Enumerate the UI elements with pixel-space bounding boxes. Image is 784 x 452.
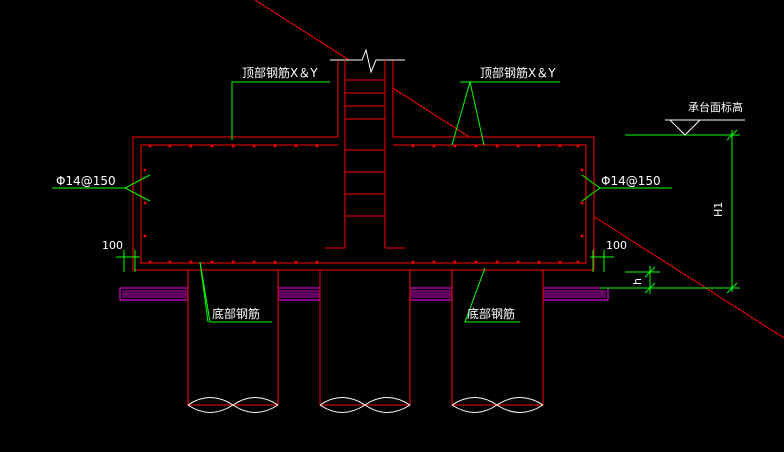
cover-dimension-left [116,250,140,272]
pile-right [451,269,544,413]
height-H1-label: H1 [712,202,725,217]
top-rebar-label-left: 顶部钢筋X＆Y [242,65,318,80]
cover-label-right: 100 [606,239,627,252]
cover-label-left: 100 [102,239,123,252]
bottom-rebar-label-right: 底部钢筋 [467,306,515,321]
stirrup-label-left: Φ14@150 [56,174,116,188]
pile-middle [319,269,411,413]
height-dimension [600,129,740,294]
stirrup-label-right: Φ14@150 [601,174,661,188]
leader-lines [52,81,672,323]
pile-left [187,269,279,413]
height-h-label: h [631,278,644,285]
cover-dimension-right [590,250,614,272]
column [325,48,405,249]
pile-cap [132,136,595,271]
cap-top-elevation-label: 承台面标高 [688,100,743,114]
top-rebar-label-right: 顶部钢筋X＆Y [480,65,556,80]
bottom-rebar-label-left: 底部钢筋 [212,306,260,321]
rebar-dots [143,144,584,264]
elevation-marker [665,119,745,136]
